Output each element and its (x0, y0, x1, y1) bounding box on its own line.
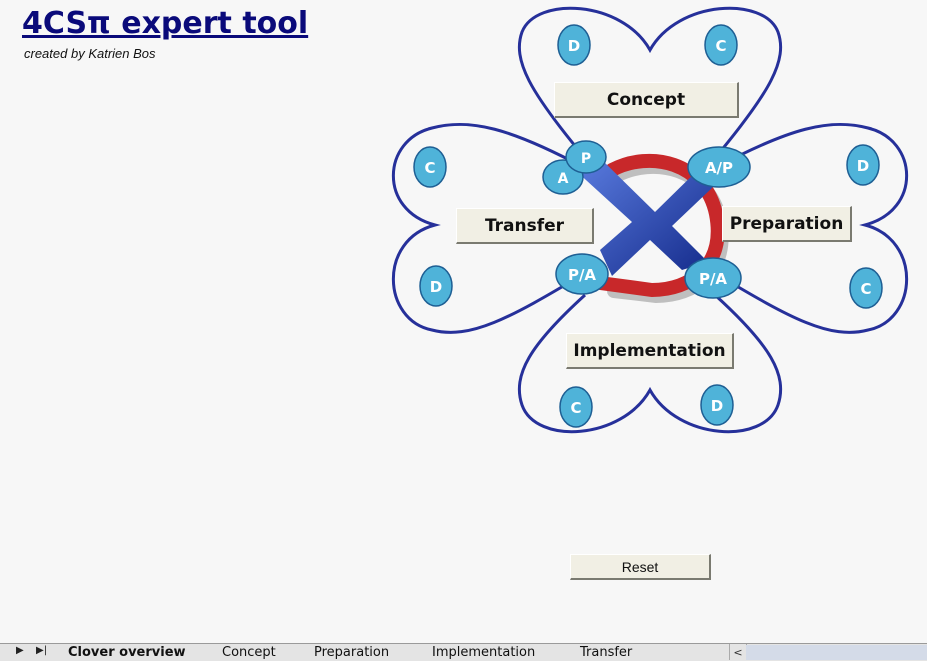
badge-implementation-right: D (700, 384, 734, 426)
svg-text:D: D (711, 397, 723, 415)
svg-text:P/A: P/A (568, 266, 596, 284)
svg-text:C: C (860, 280, 871, 298)
svg-text:D: D (430, 278, 442, 296)
center-cross-icon (575, 158, 712, 276)
app-subtitle: created by Katrien Bos (24, 46, 156, 61)
sheet-tab-bar: ▶ ▶| Clover overview Concept Preparation… (0, 643, 927, 661)
implementation-leaf-outline (517, 293, 783, 434)
scroll-left-icon[interactable]: < (729, 644, 747, 660)
svg-text:P/A: P/A (699, 270, 727, 288)
transfer-button[interactable]: Transfer (456, 208, 594, 244)
badge-transfer-bottom: D (419, 265, 453, 307)
badge-transfer-top: C (413, 146, 447, 188)
reset-button[interactable]: Reset (570, 554, 711, 580)
preparation-button[interactable]: Preparation (722, 206, 852, 242)
next-sheet-icon[interactable]: ▶ (16, 645, 24, 656)
app-title: 4CSπ expert tool (22, 6, 309, 41)
tab-transfer[interactable]: Transfer (580, 645, 633, 660)
horizontal-scrollbar[interactable] (746, 645, 927, 660)
concept-leaf-outline (517, 6, 783, 159)
transfer-leaf-outline (391, 122, 586, 334)
badge-concept-right: C (704, 24, 738, 66)
badge-preparation-bottom: C (849, 267, 883, 309)
svg-text:C: C (715, 37, 726, 55)
svg-text:C: C (424, 159, 435, 177)
badge-implementation-left: C (559, 386, 593, 428)
svg-text:D: D (857, 157, 869, 175)
clover-diagram: D C D C C D C D A P A/P P/A (391, 6, 909, 434)
badge-concept-left: D (557, 24, 591, 66)
svg-text:A/P: A/P (705, 159, 733, 177)
badge-center-ap: A/P (687, 146, 751, 188)
tab-preparation[interactable]: Preparation (314, 645, 390, 660)
badge-center-pa-left: P/A (555, 253, 609, 295)
tab-concept[interactable]: Concept (222, 645, 276, 660)
svg-text:A: A (558, 171, 569, 187)
svg-text:C: C (570, 399, 581, 417)
tab-implementation[interactable]: Implementation (432, 645, 536, 660)
badge-center-pa-right: P/A (684, 257, 742, 299)
implementation-button[interactable]: Implementation (566, 333, 734, 369)
badge-preparation-top: D (846, 144, 880, 186)
svg-text:P: P (581, 151, 591, 167)
preparation-leaf-outline (714, 122, 909, 334)
cycle-arrow-icon (593, 153, 725, 298)
concept-button[interactable]: Concept (554, 82, 739, 118)
last-sheet-icon[interactable]: ▶| (36, 645, 48, 656)
svg-text:D: D (568, 37, 580, 55)
tab-clover-overview[interactable]: Clover overview (68, 645, 186, 660)
badge-center-p: P (565, 140, 607, 174)
